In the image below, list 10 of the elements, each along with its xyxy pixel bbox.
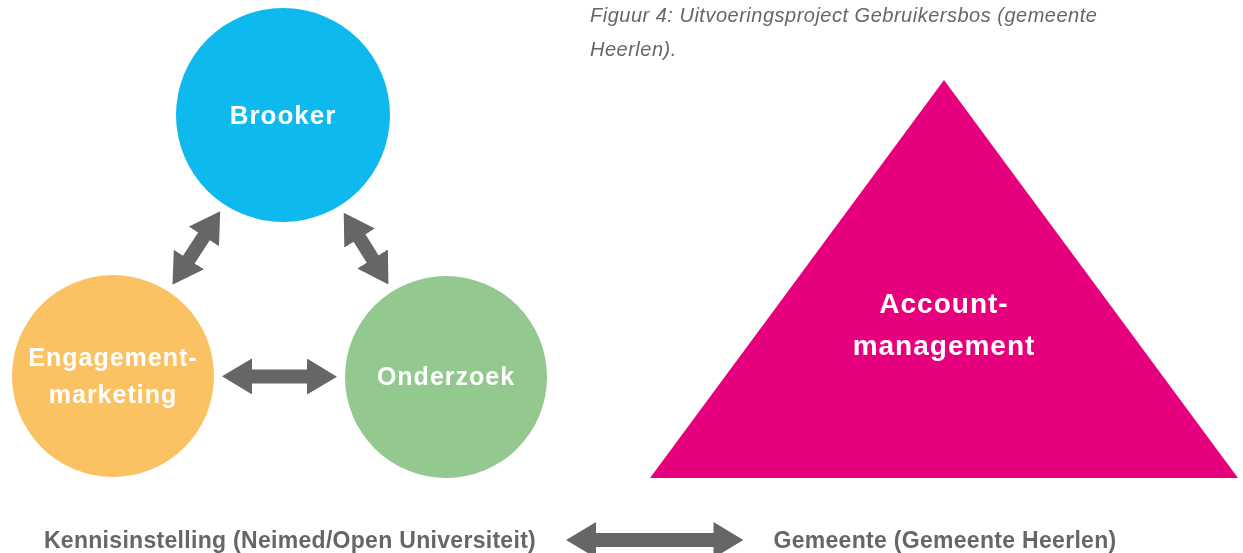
double-arrow [566, 522, 744, 553]
figure-caption: Figuur 4: Uitvoeringsproject Gebruikersbos (gemeente Heerlen). [590, 3, 1099, 62]
node-label: Engagement-marketing [27, 341, 199, 410]
node-label: Account-management [851, 287, 1037, 363]
node-label: Kennisinstelling (Neimed/Open Universiteit) [43, 525, 537, 553]
node-label: Gemeente (Gemeente Heerlen) [773, 525, 1117, 553]
node-label: Onderzoek [376, 361, 516, 393]
triangle-node [650, 80, 1238, 478]
node-label: Brooker [229, 98, 337, 132]
double-arrow [221, 358, 338, 395]
